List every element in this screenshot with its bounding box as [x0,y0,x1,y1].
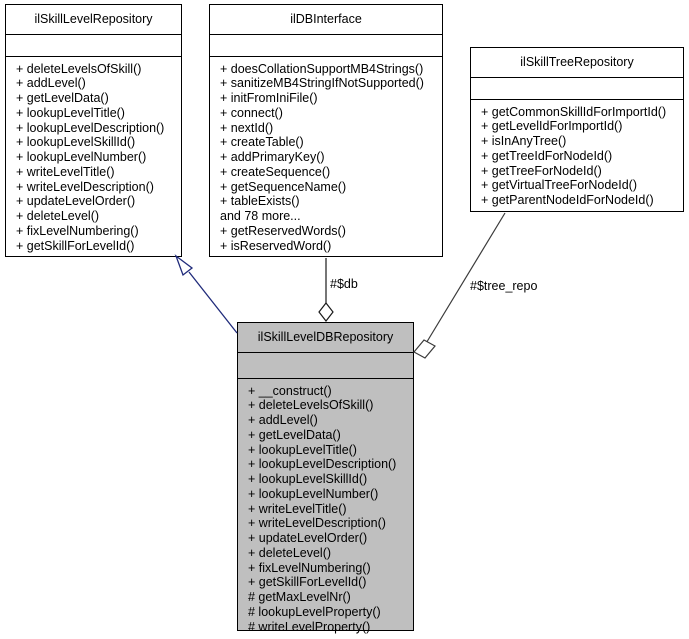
method-item: + __construct() [248,383,332,398]
method-item: + getLevelData() [248,427,341,442]
method-item: + deleteLevel() [248,545,332,560]
method-item: + sanitizeMB4StringIfNotSupported() [220,76,424,91]
method-item: + getSkillForLevelId() [248,575,367,590]
method-item: + updateLevelOrder() [16,194,136,209]
method-item: + lookupLevelSkillId() [248,472,368,486]
method-item: # lookupLevelProperty() [248,604,381,619]
methods-compartment: + getCommonSkillIdForImportId() + getLev… [471,100,683,213]
method-item: + getReservedWords() [220,223,346,238]
method-item: + writeLevelDescription() [248,516,386,531]
class-divider [238,351,413,353]
method-item: + lookupLevelNumber() [16,150,147,164]
edge-generalization-to-ilskilllevelrepository [174,254,238,334]
method-item: + getVirtualTreeForNodeId() [481,178,637,193]
class-divider [6,55,181,57]
method-item: + lookupLevelNumber() [248,486,379,501]
class-divider [210,55,442,57]
method-item: + getParentNodeIdForNodeId() [481,193,654,207]
class-divider [471,76,683,78]
class-box-ilskillleveldbrepository[interactable]: ilSkillLevelDBRepository + __construct()… [237,322,414,634]
hollow-triangle-arrowhead-icon [174,254,194,277]
method-item: # writeLevelProperty() [248,619,371,634]
method-item: + deleteLevelsOfSkill() [16,61,142,76]
class-box-ilskilltreerepository[interactable]: ilSkillTreeRepository + getCommonSkillId… [470,47,684,212]
attributes-compartment [210,35,442,56]
edge-label-tree-repo: #$tree_repo [470,279,538,293]
method-item: + addLevel() [16,76,86,91]
method-item: + writeLevelTitle() [16,164,115,179]
class-box-ilskilllevelrepository[interactable]: ilSkillLevelRepository + deleteLevelsOfS… [5,4,182,257]
method-item: + createSequence() [220,164,331,179]
class-divider [6,33,181,35]
method-item: + getLevelIdForImportId() [481,119,623,134]
method-item: + lookupLevelTitle() [16,105,125,120]
method-item: + lookupLevelSkillId() [16,135,136,150]
class-title-ilskillleveldbrepository: ilSkillLevelDBRepository [257,330,394,344]
method-item: + deleteLevel() [16,209,100,223]
methods-compartment: + doesCollationSupportMB4Strings() + san… [210,57,442,259]
method-item: + getTreeForNodeId() [481,163,602,178]
attributes-compartment [238,353,413,378]
method-item: + addLevel() [248,413,318,427]
attributes-compartment [471,78,683,99]
method-item: + lookupLevelTitle() [248,442,357,457]
method-item: + getSequenceName() [220,179,347,194]
class-title-ildbinterface: ilDBInterface [290,12,362,26]
method-item: + addPrimaryKey() [220,150,325,164]
method-item: + fixLevelNumbering() [16,223,139,238]
method-item: + createTable() [220,135,304,150]
hollow-diamond-aggregation-icon [413,339,436,359]
method-item: + updateLevelOrder() [248,531,368,545]
method-item: + connect() [220,105,283,120]
method-item: + lookupLevelDescription() [16,120,165,135]
method-item: + doesCollationSupportMB4Strings() [220,61,424,76]
method-item: + nextId() [220,120,274,135]
method-item: # getMaxLevelNr() [248,590,351,604]
method-item: + deleteLevelsOfSkill() [248,398,374,413]
method-item: + isReservedWord() [220,238,332,253]
method-item: + fixLevelNumbering() [248,560,371,575]
method-item: + getSkillForLevelId() [16,238,135,253]
method-item: + writeLevelTitle() [248,501,347,516]
class-divider [210,33,442,35]
methods-compartment: + deleteLevelsOfSkill() + addLevel() + g… [6,57,181,259]
method-item: + getCommonSkillIdForImportId() [481,104,667,119]
method-item: + isInAnyTree() [481,134,567,148]
class-title-ilskilltreerepository: ilSkillTreeRepository [520,55,634,69]
method-item: + getTreeIdForNodeId() [481,148,613,163]
method-item: + initFromIniFile() [220,91,318,105]
hollow-diamond-aggregation-icon [318,302,334,322]
methods-compartment: + __construct() + deleteLevelsOfSkill() … [238,379,413,639]
class-title-ilskilllevelrepository: ilSkillLevelRepository [34,12,153,26]
attributes-compartment [6,35,181,56]
method-item: + tableExists() [220,194,300,209]
method-item-more: and 78 more... [220,209,301,223]
method-item: + lookupLevelDescription() [248,457,397,472]
class-divider [238,377,413,379]
class-divider [471,98,683,100]
method-item: + getLevelData() [16,91,109,105]
class-box-ildbinterface[interactable]: ilDBInterface + doesCollationSupportMB4S… [209,4,443,257]
method-item: + writeLevelDescription() [16,179,154,194]
edge-label-db: #$db [330,277,358,291]
